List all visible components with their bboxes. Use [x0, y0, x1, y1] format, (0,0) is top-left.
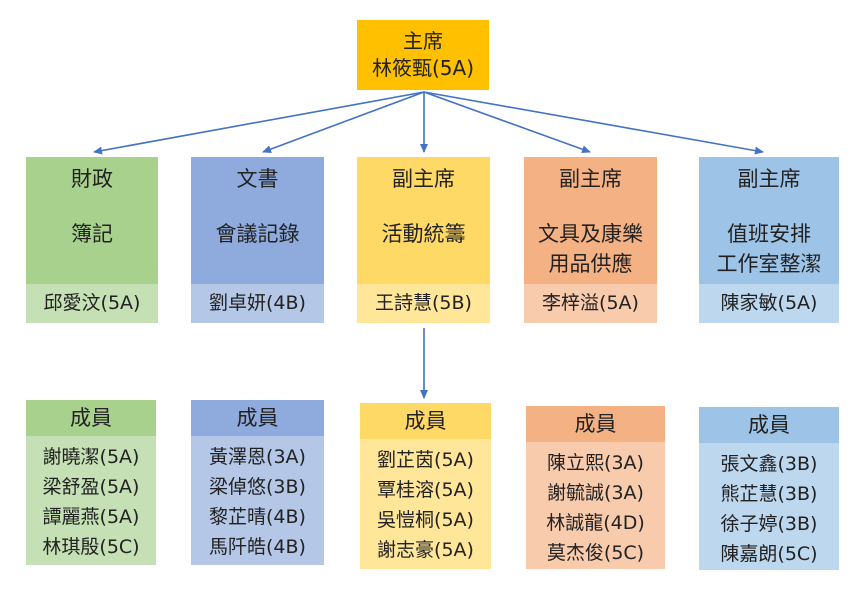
member-name: 張文鑫(3B)	[720, 453, 818, 475]
role-holder-name: 李梓溢(5A)	[524, 284, 657, 323]
role-title: 財政	[71, 167, 113, 191]
members-heading: 成員	[526, 406, 665, 442]
member-name: 林琪殷(5C)	[42, 536, 140, 558]
role-duty-line: 工作室整潔	[716, 252, 822, 276]
chair-title: 主席	[403, 29, 443, 53]
role-top: 文書 會議記錄	[191, 157, 324, 284]
members-heading: 成員	[699, 407, 839, 443]
role-duty-line: 活動統籌	[381, 222, 466, 246]
role-duty-line: 值班安排	[727, 222, 811, 246]
members-list: 謝曉潔(5A) 梁舒盈(5A) 譚麗燕(5A) 林琪殷(5C)	[26, 436, 156, 565]
member-name: 莫杰俊(5C)	[546, 542, 645, 564]
role-box-vice-chair-supplies: 副主席 文具及康樂 用品供應 李梓溢(5A)	[524, 157, 657, 323]
role-box-finance: 財政 簿記 邱愛汶(5A)	[26, 157, 158, 323]
members-box-secretary: 成員 黃澤恩(3A) 梁倬悠(3B) 黎芷晴(4B) 馬阡皓(4B)	[191, 400, 324, 565]
member-name: 吳愷桐(5A)	[377, 509, 474, 531]
member-name: 謝曉潔(5A)	[42, 446, 140, 468]
role-top: 副主席 值班安排 工作室整潔	[699, 157, 839, 284]
role-duty: 活動統籌	[357, 219, 490, 249]
member-name: 覃桂溶(5A)	[377, 479, 474, 501]
arrow-chair-to-finance	[93, 91, 425, 155]
member-name: 劉芷茵(5A)	[377, 449, 474, 471]
members-heading: 成員	[26, 400, 156, 436]
chair-box: 主席 林筱甄(5A)	[357, 20, 489, 90]
arrow-chair-to-vice-chair-supplies	[423, 91, 591, 154]
members-box-vice-chair-events: 成員 劉芷茵(5A) 覃桂溶(5A) 吳愷桐(5A) 謝志豪(5A)	[360, 403, 491, 569]
member-name: 林誠龍(4D)	[546, 512, 645, 534]
role-duty: 簿記	[26, 219, 158, 249]
role-holder-name: 邱愛汶(5A)	[26, 284, 158, 323]
member-name: 譚麗燕(5A)	[42, 506, 140, 528]
members-list: 張文鑫(3B) 熊芷慧(3B) 徐子婷(3B) 陳嘉朗(5C)	[699, 443, 839, 570]
role-duty: 文具及康樂 用品供應	[524, 219, 657, 279]
members-list: 黃澤恩(3A) 梁倬悠(3B) 黎芷晴(4B) 馬阡皓(4B)	[191, 436, 324, 565]
member-name: 徐子婷(3B)	[720, 513, 818, 535]
role-holder-name: 王詩慧(5B)	[357, 284, 490, 323]
role-duty: 會議記錄	[191, 219, 324, 249]
role-box-vice-chair-duty: 副主席 值班安排 工作室整潔 陳家敏(5A)	[699, 157, 839, 323]
role-title: 副主席	[737, 167, 801, 191]
role-title: 副主席	[559, 167, 622, 191]
members-list: 劉芷茵(5A) 覃桂溶(5A) 吳愷桐(5A) 謝志豪(5A)	[360, 439, 491, 569]
members-list: 陳立熙(3A) 謝毓誠(3A) 林誠龍(4D) 莫杰俊(5C)	[526, 442, 665, 569]
member-name: 陳嘉朗(5C)	[720, 543, 818, 565]
member-name: 黃澤恩(3A)	[209, 446, 306, 468]
role-title: 文書	[236, 167, 279, 191]
member-name: 梁倬悠(3B)	[209, 476, 306, 498]
members-box-finance: 成員 謝曉潔(5A) 梁舒盈(5A) 譚麗燕(5A) 林琪殷(5C)	[26, 400, 156, 565]
role-top: 副主席 活動統籌	[357, 157, 490, 284]
member-name: 謝毓誠(3A)	[547, 482, 644, 504]
role-box-vice-chair-events: 副主席 活動統籌 王詩慧(5B)	[357, 157, 490, 323]
member-name: 梁舒盈(5A)	[42, 476, 140, 498]
role-duty-line: 用品供應	[548, 252, 633, 276]
role-duty-line: 簿記	[71, 222, 113, 246]
role-top: 副主席 文具及康樂 用品供應	[524, 157, 657, 284]
role-duty-line: 會議記錄	[215, 222, 300, 246]
arrow-chair-to-secretary	[262, 91, 425, 153]
chair-name: 林筱甄(5A)	[371, 56, 474, 80]
role-holder-name: 劉卓妍(4B)	[191, 284, 324, 323]
members-box-vice-chair-duty: 成員 張文鑫(3B) 熊芷慧(3B) 徐子婷(3B) 陳嘉朗(5C)	[699, 407, 839, 570]
role-duty: 值班安排 工作室整潔	[699, 219, 839, 279]
role-duty-line: 文具及康樂	[538, 222, 643, 246]
member-name: 熊芷慧(3B)	[720, 483, 818, 505]
member-name: 馬阡皓(4B)	[209, 536, 306, 558]
role-top: 財政 簿記	[26, 157, 158, 284]
member-name: 陳立熙(3A)	[547, 452, 644, 474]
members-heading: 成員	[360, 403, 491, 439]
arrow-chair-to-vice-chair-duty	[423, 91, 764, 155]
role-title: 副主席	[392, 167, 455, 191]
role-holder-name: 陳家敏(5A)	[699, 284, 839, 323]
member-name: 謝志豪(5A)	[377, 539, 474, 561]
members-box-vice-chair-supplies: 成員 陳立熙(3A) 謝毓誠(3A) 林誠龍(4D) 莫杰俊(5C)	[526, 406, 665, 569]
members-heading: 成員	[191, 400, 324, 436]
role-box-secretary: 文書 會議記錄 劉卓妍(4B)	[191, 157, 324, 323]
member-name: 黎芷晴(4B)	[209, 506, 306, 528]
